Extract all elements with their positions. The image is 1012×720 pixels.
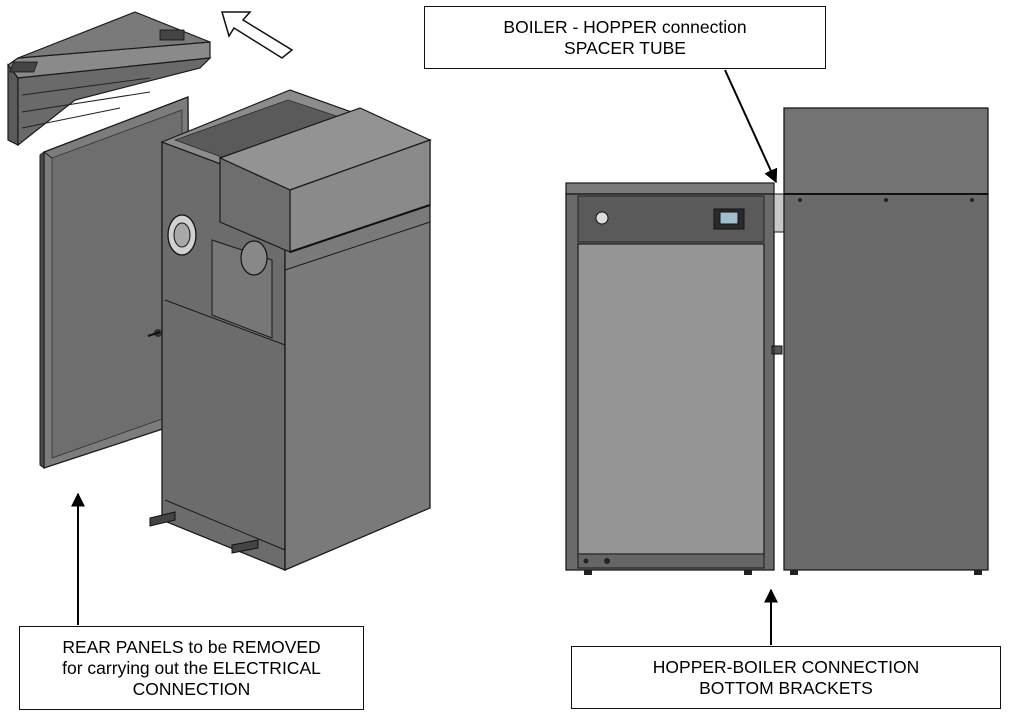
removal-direction-icon (221, 11, 294, 59)
rear-panels-callout: REAR PANELS to be REMOVED for carrying o… (19, 626, 364, 710)
spacer-tube-pointer-arrow (724, 69, 778, 184)
callout-line: REAR PANELS to be REMOVED (62, 636, 321, 657)
control-panel-display (713, 208, 745, 230)
spacer-tube (771, 193, 785, 565)
rear-panel (39, 96, 191, 469)
brand-logo-icon (595, 211, 609, 225)
callout-line: BOTTOM BRACKETS (699, 677, 873, 698)
callout-line: HOPPER-BOILER CONNECTION (652, 656, 920, 677)
spacer-tube-callout: BOILER - HOPPER connection SPACER TUBE (424, 6, 826, 69)
boiler-unit (565, 182, 775, 575)
assembled-boiler-hopper-view (565, 69, 989, 645)
flue-outlet (167, 214, 197, 256)
pellet-hopper (783, 107, 989, 575)
callout-line: BOILER - HOPPER connection (503, 16, 747, 37)
bottom-brackets-callout: HOPPER-BOILER CONNECTION BOTTOM BRACKETS (571, 646, 1001, 709)
vent-grille (9, 29, 185, 73)
callout-line: for carrying out the ELECTRICAL (62, 657, 321, 678)
callout-line: SPACER TUBE (564, 37, 686, 58)
boiler-body (149, 89, 432, 571)
top-cover-panel (7, 11, 212, 147)
callout-line: CONNECTION (132, 678, 251, 699)
exploded-boiler-view (7, 11, 432, 625)
